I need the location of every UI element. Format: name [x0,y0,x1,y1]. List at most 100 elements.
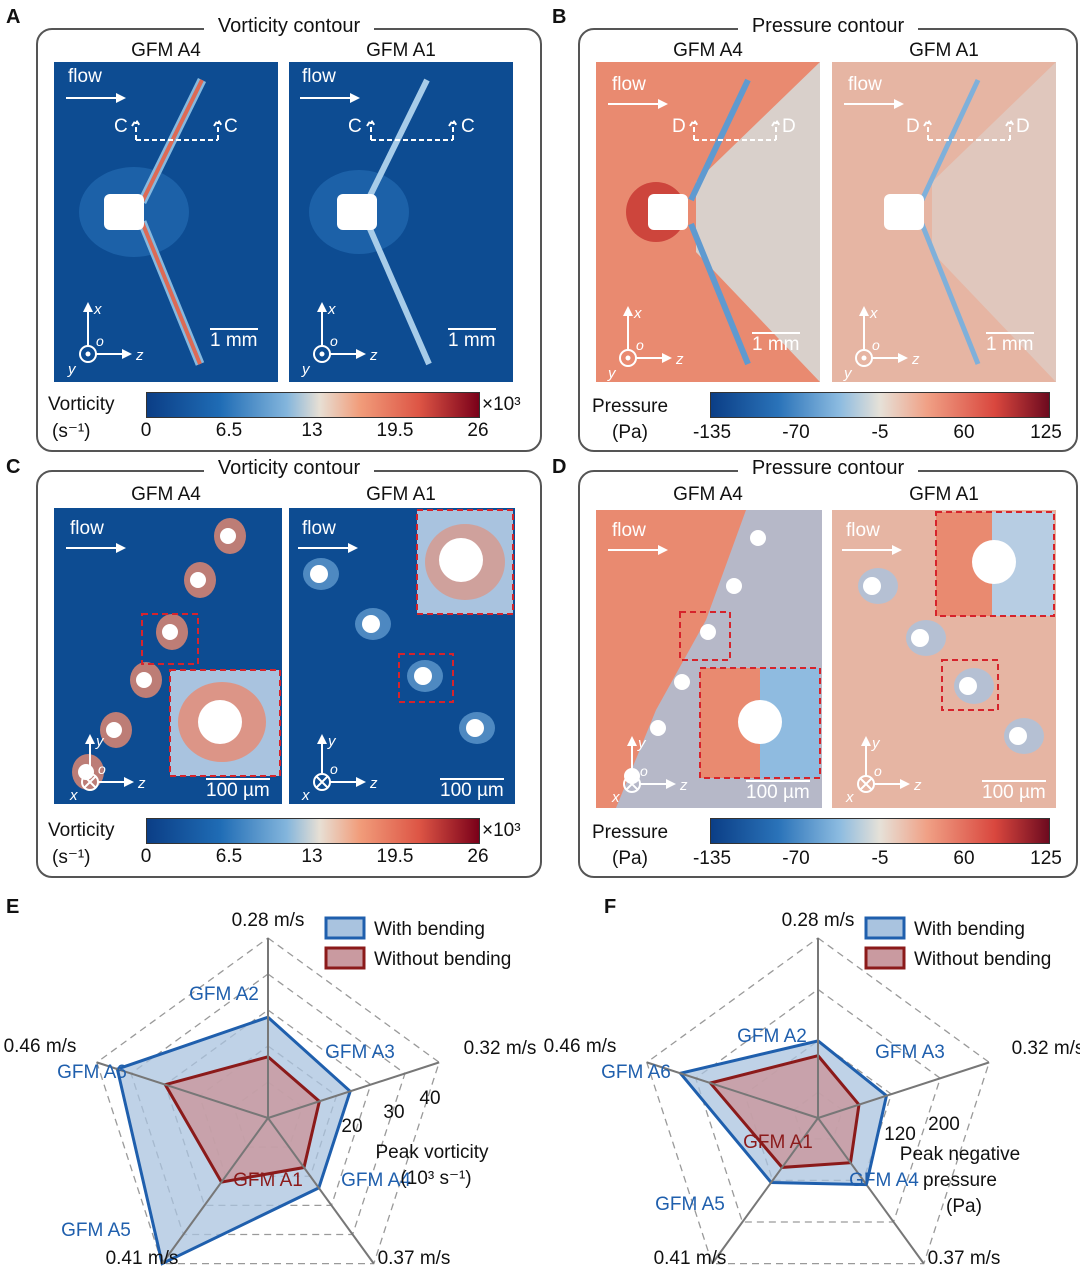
axes-icon: x z o y [301,301,378,378]
radar-model-label: GFM A3 [875,1042,945,1063]
flow-arrow-icon [842,545,902,555]
flow-label: flow [612,74,646,95]
colorbar-tick: 0 [140,420,152,441]
section-label: C [114,116,128,137]
flow-arrow-icon [300,93,360,103]
pressure-colorbar [710,818,1050,844]
panel-a-title: Vorticity contour [38,15,540,38]
svg-text:y: y [607,365,617,382]
radar-radial-title: Peak vorticity [376,1142,489,1163]
vorticity-field-a1 [289,62,513,382]
panel-b-title: Pressure contour [580,15,1076,38]
svg-text:x: x [611,789,620,804]
radar-ring-label: 40 [419,1088,440,1109]
colorbar-tick: 19.5 [376,420,414,441]
flow-arrow-icon [608,99,668,109]
colorbar-tick: -70 [782,848,810,869]
radar-model-label: GFM A4 [849,1170,919,1191]
axes-icon: x z o y [843,305,920,382]
panel-label-f: F [604,896,617,918]
radar-axis-label: 0.28 m/s [782,910,855,931]
radar-ring-label: 20 [341,1116,362,1137]
radar-axis-label: 0.37 m/s [928,1248,1001,1269]
legend-swatch-with-bending [324,916,366,940]
radar-center-label: GFM A1 [743,1132,813,1153]
svg-text:o: o [640,763,648,779]
radar-spoke [267,1061,440,1119]
axes-icon: y z o x [845,735,922,804]
panel-d-title: Pressure contour [580,457,1076,480]
radar-model-label: GFM A2 [737,1026,807,1047]
flow-arrow-icon [66,93,126,103]
radar-model-label: GFM A6 [601,1062,671,1083]
scale-bar: 100 µm [982,780,1046,803]
panel-label-d: D [552,456,567,478]
axes-icon: y z o x [301,733,378,802]
flow-label: flow [612,520,646,541]
section-label: C [461,116,475,137]
panel-label-a: A [6,6,21,28]
svg-text:o: o [874,763,882,779]
pressure-field-d-a4 [596,510,822,808]
flow-label: flow [302,66,336,87]
radar-spoke [161,1117,269,1265]
colorbar-tick: -135 [692,848,732,869]
radar-chart-e: 0.28 m/s0.32 m/s0.37 m/s0.41 m/s0.46 m/s… [4,910,537,1269]
panel-c-left-title: GFM A4 [131,484,201,505]
svg-text:o: o [872,337,880,353]
legend-label: With bending [374,919,485,940]
svg-text:z: z [675,351,684,368]
radar-axis-label: 0.32 m/s [464,1038,537,1059]
svg-text:z: z [911,351,920,368]
svg-text:y: y [67,361,77,378]
series-without-bending [163,1055,322,1184]
colorbar-multiplier: ×10³ [482,394,521,415]
svg-text:o: o [330,333,338,349]
colorbar-tick: -5 [871,422,889,443]
vorticity-colorbar [146,818,480,844]
radar-ring-label: 200 [928,1114,960,1135]
flow-label: flow [846,520,880,541]
vorticity-field-c-a1 [289,508,515,804]
svg-text:z: z [679,777,688,794]
colorbar-tick: 26 [467,846,489,867]
radar-model-label: GFM A6 [57,1062,127,1083]
scale-bar: 1 mm [752,332,800,355]
svg-text:y: y [637,735,647,752]
flow-label: flow [848,74,882,95]
radar-grid-ring [96,937,440,1265]
panel-label-c: C [6,456,21,478]
panel-b-left-title: GFM A4 [673,40,743,61]
radar-model-label: GFM A4 [341,1170,411,1191]
svg-text:x: x [869,305,878,322]
radar-axis-label: 0.32 m/s [1012,1038,1080,1059]
section-line-icon [366,118,458,141]
svg-text:y: y [301,361,311,378]
radar-axis-label: 0.41 m/s [654,1248,727,1269]
flow-arrow-icon [298,543,358,553]
panel-d-right-title: GFM A1 [909,484,979,505]
section-label: D [1016,116,1030,137]
colorbar-label: Vorticity [48,820,115,841]
svg-text:x: x [93,301,102,318]
section-line-icon [923,118,1015,141]
panel-label-b: B [552,6,567,28]
axes-icon: y z o x [69,733,146,802]
pressure-field-a1 [832,62,1056,382]
svg-text:z: z [135,347,144,364]
svg-text:y: y [327,733,337,750]
legend-label: Without bending [374,949,511,970]
radar-radial-title: pressure [923,1170,997,1191]
svg-text:y: y [95,733,105,750]
scale-bar: 100 µm [746,780,810,803]
svg-text:o: o [636,337,644,353]
axes-icon: x z o y [607,305,684,382]
colorbar-tick: 6.5 [215,846,243,867]
colorbar-tick: 125 [1030,848,1062,869]
radar-axis-label: 0.28 m/s [232,910,305,931]
scale-bar: 100 µm [440,778,504,801]
svg-text:o: o [96,333,104,349]
colorbar-tick: 13 [301,846,323,867]
scale-bar: 100 µm [206,778,270,801]
radar-ring-label: 30 [383,1102,404,1123]
